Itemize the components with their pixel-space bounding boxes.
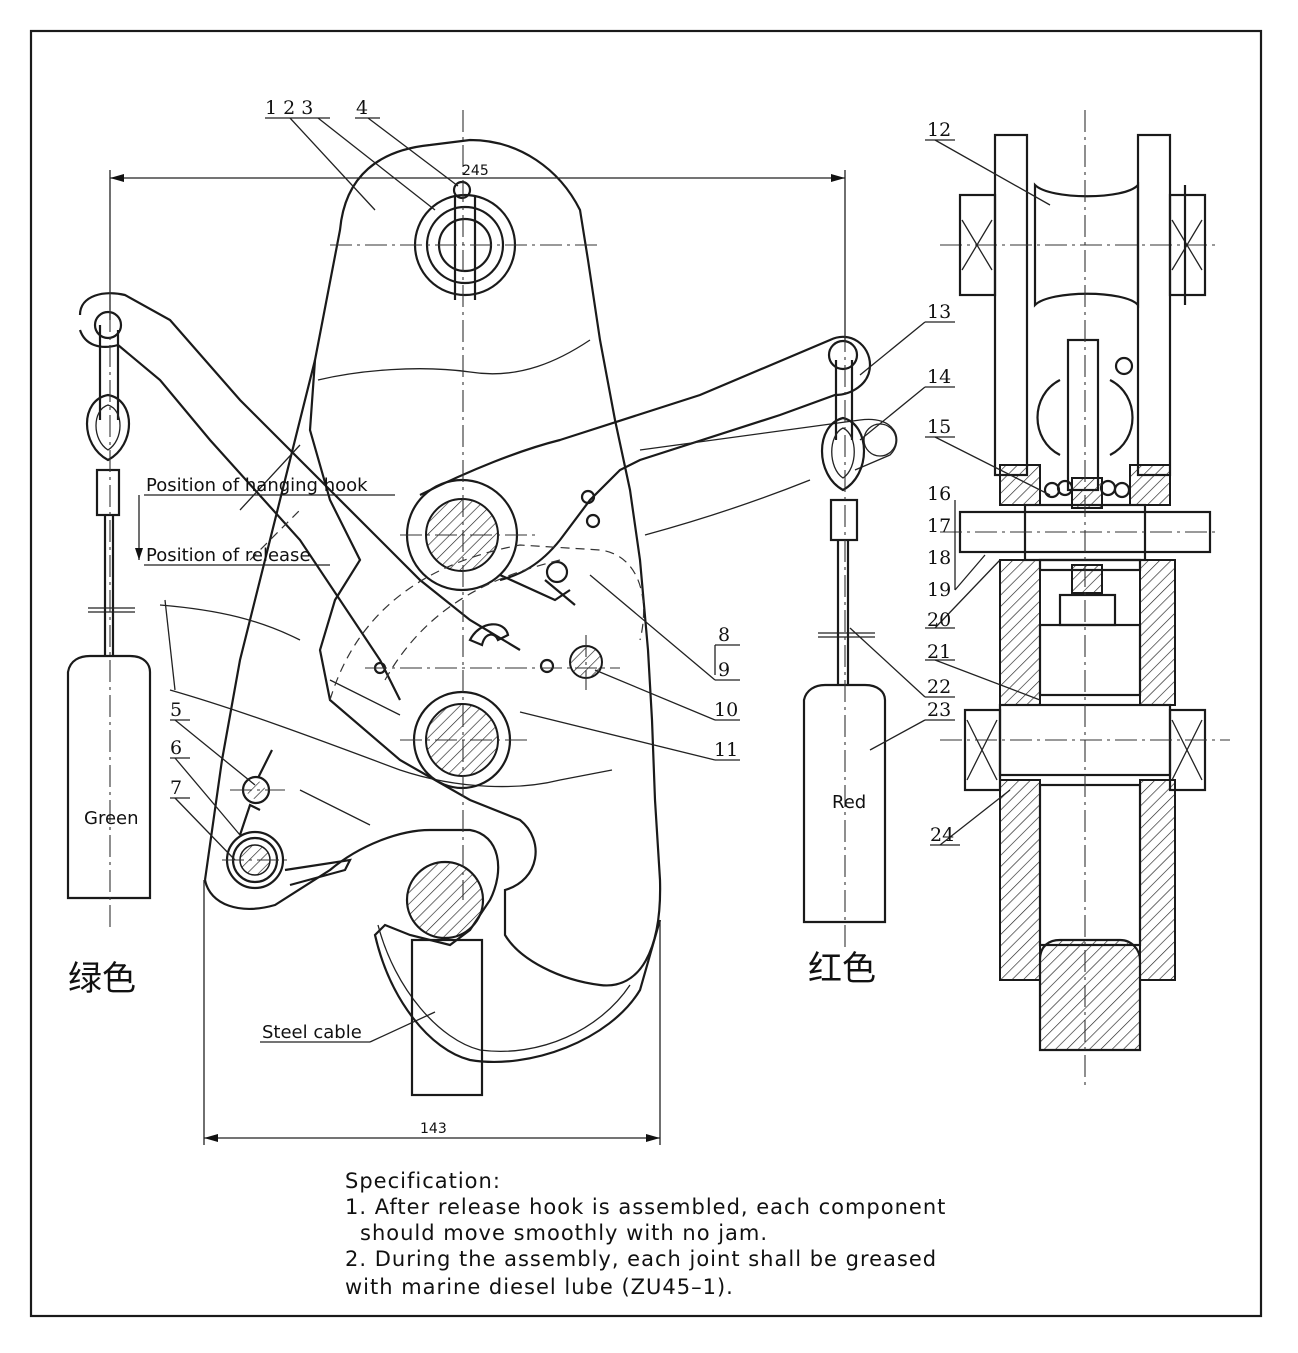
dimension-top: [109, 170, 846, 340]
steel-cable-leader: [369, 1011, 436, 1043]
center-lines: [222, 110, 645, 900]
part-label-7: 7: [170, 777, 182, 799]
part-label-17: 17: [927, 515, 951, 537]
red-weight-assembly: [802, 330, 887, 950]
part-label-8: 8: [718, 624, 730, 646]
part-label-19: 19: [927, 579, 951, 601]
part-label-16: 16: [927, 483, 951, 505]
part-label-10: 10: [714, 699, 738, 721]
part-label-20: 20: [927, 609, 951, 631]
part-label-24: 24: [930, 824, 954, 846]
spec-line-1: 1. After release hook is assembled, each…: [345, 1195, 946, 1219]
part-label-22: 22: [927, 676, 951, 698]
position-release-label: Position of release: [146, 545, 311, 566]
dimension-bottom: [203, 880, 661, 1145]
part-label-9: 9: [718, 659, 730, 681]
dimension-bottom-label: 143: [420, 1121, 447, 1137]
part-label-15: 15: [927, 416, 951, 438]
part-label-4: 4: [356, 97, 368, 119]
diagonal-lever-arm: [78, 292, 521, 701]
green-weight-assembly: [66, 170, 152, 930]
red-label: Red: [832, 792, 866, 813]
part-label-14: 14: [927, 366, 951, 388]
drawing-frame: [29, 29, 1263, 1318]
part-label-6: 6: [170, 737, 182, 759]
specification-notes: Specification: 1. After release hook is …: [345, 1169, 946, 1299]
spec-line-4: with marine diesel lube (ZU45–1).: [345, 1275, 734, 1299]
part-label-12: 12: [927, 119, 951, 141]
part-label-18: 18: [927, 547, 951, 569]
red-cn-label: 红色: [808, 949, 876, 989]
spec-line-3: 2. During the assembly, each joint shall…: [345, 1247, 937, 1271]
middle-pin-upper: [405, 478, 576, 606]
spec-title: Specification:: [345, 1169, 501, 1193]
part-label-21: 21: [927, 641, 951, 663]
part-label-5: 5: [170, 699, 182, 721]
position-indicators: [135, 494, 395, 566]
spec-line-2: should move smoothly with no jam.: [360, 1221, 768, 1245]
part-label-1-2-3: 1 2 3: [265, 97, 313, 119]
hook-body: [159, 138, 662, 1064]
top-pin: [413, 180, 517, 300]
side-view: [940, 110, 1230, 1085]
dimension-top-label: 245: [462, 163, 489, 179]
steel-cable-label: Steel cable: [262, 1022, 362, 1043]
green-label: Green: [84, 808, 139, 829]
position-hanging-hook-label: Position of hanging hook: [146, 475, 368, 496]
green-cn-label: 绿色: [68, 959, 136, 999]
part-label-23: 23: [927, 699, 951, 721]
leader-lines: [170, 117, 1051, 861]
part-label-13: 13: [927, 301, 951, 323]
lower-spring-pins: [225, 749, 485, 1097]
part-label-11: 11: [714, 739, 738, 761]
